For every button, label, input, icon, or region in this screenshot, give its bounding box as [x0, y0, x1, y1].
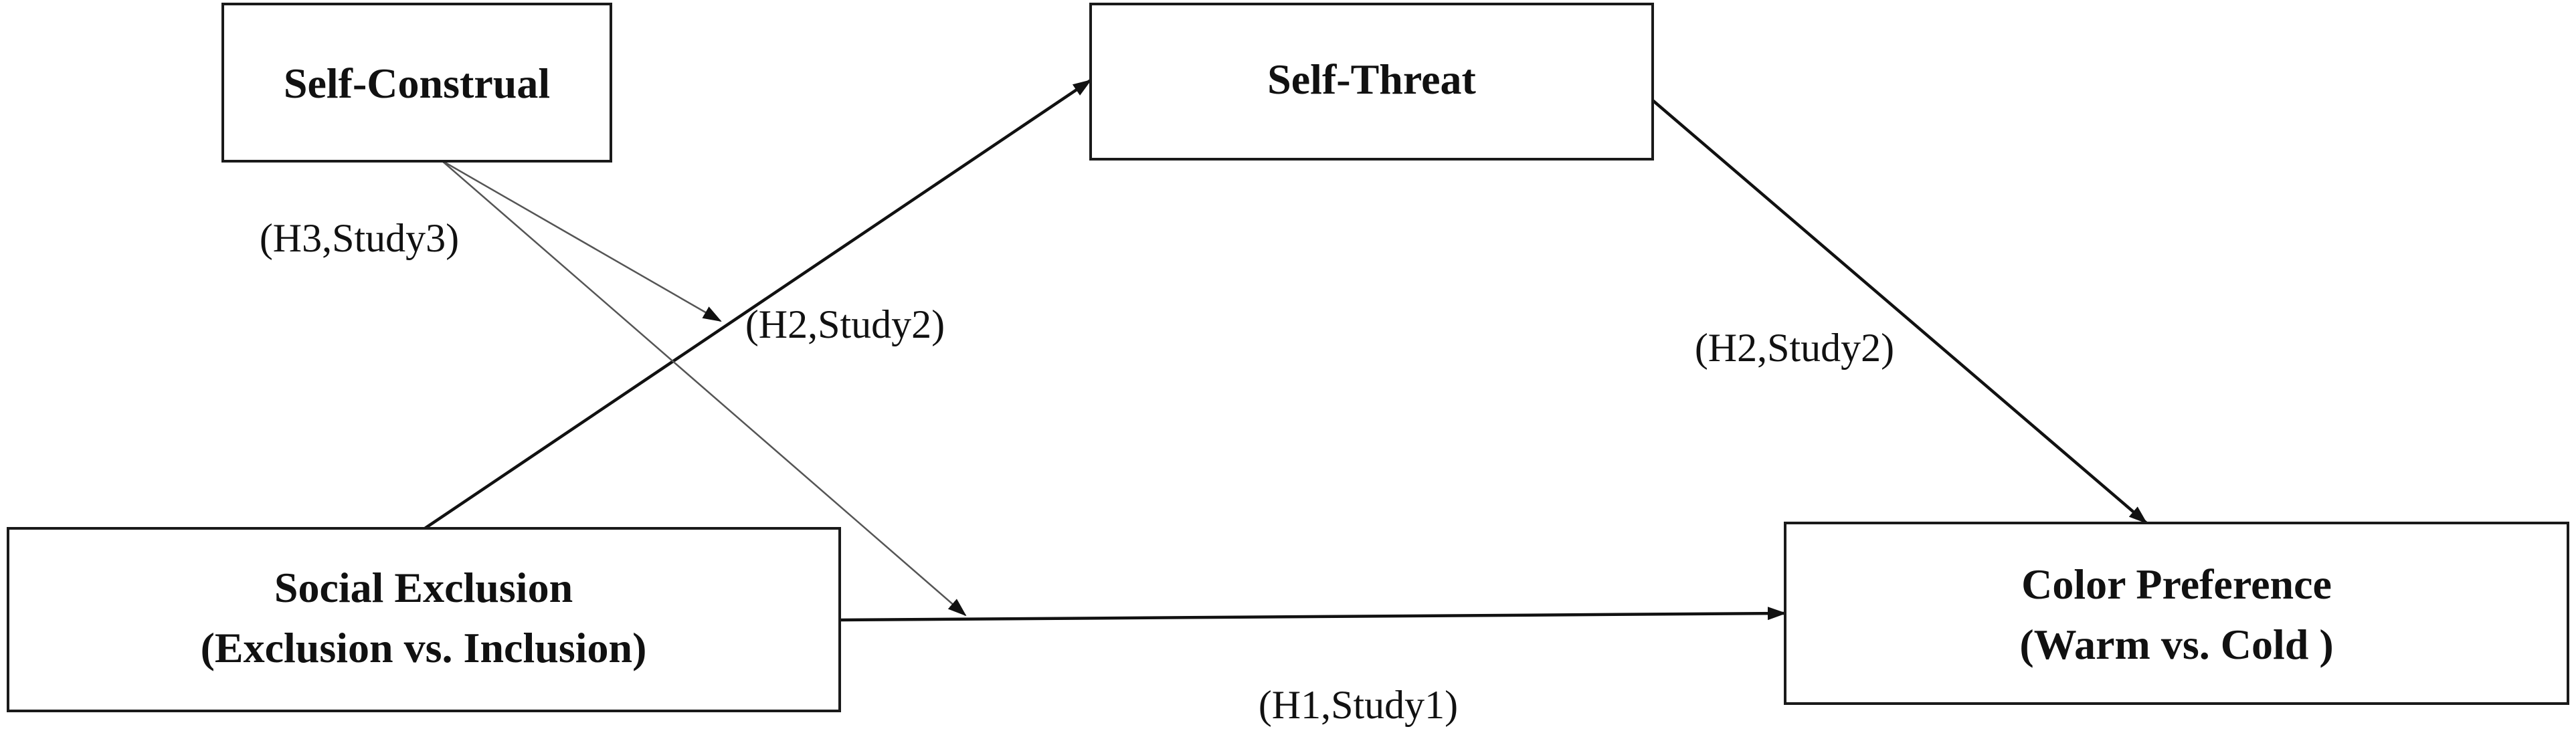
node-color-preference-line2: (Warm vs. Cold ) — [2019, 621, 2333, 668]
edge-exclusion-to-threat — [424, 79, 1092, 530]
node-color-preference: Color Preference (Warm vs. Cold ) — [1784, 522, 2569, 705]
node-self-threat: Self-Threat — [1089, 3, 1654, 161]
node-self-construal-label: Self-Construal — [284, 60, 550, 107]
svg-text:Color Preference: Color Preference — [2021, 560, 2332, 608]
node-self-threat-label: Self-Threat — [1267, 56, 1476, 103]
edge-label-h3: (H3,Study3) — [260, 216, 459, 260]
svg-text:Social Exclusion: Social Exclusion — [274, 564, 573, 611]
edge-construal-to-h2-path — [441, 159, 722, 322]
svg-text:(Warm vs. Cold ): (Warm vs. Cold ) — [2019, 621, 2333, 668]
node-color-preference-line1: Color Preference — [2021, 560, 2332, 608]
node-social-exclusion-line2: (Exclusion vs. Inclusion) — [201, 624, 647, 671]
node-social-exclusion-line1: Social Exclusion — [274, 564, 573, 611]
svg-text:Self-Threat: Self-Threat — [1267, 56, 1476, 103]
edge-label-h1: (H1,Study1) — [1259, 683, 1458, 727]
edge-construal-to-h1-path — [441, 160, 967, 617]
edge-label-h2-left: (H2,Study2) — [745, 302, 945, 346]
edge-exclusion-to-color-preference — [839, 607, 1786, 622]
svg-text:(Exclusion vs. Inclusion): (Exclusion vs. Inclusion) — [201, 624, 647, 671]
edge-threat-to-color-preference — [1651, 99, 2148, 524]
edge-label-h2-right: (H2,Study2) — [1695, 326, 1894, 370]
svg-text:Self-Construal: Self-Construal — [284, 60, 550, 107]
node-social-exclusion: Social Exclusion (Exclusion vs. Inclusio… — [7, 527, 841, 712]
node-self-construal: Self-Construal — [221, 3, 612, 163]
